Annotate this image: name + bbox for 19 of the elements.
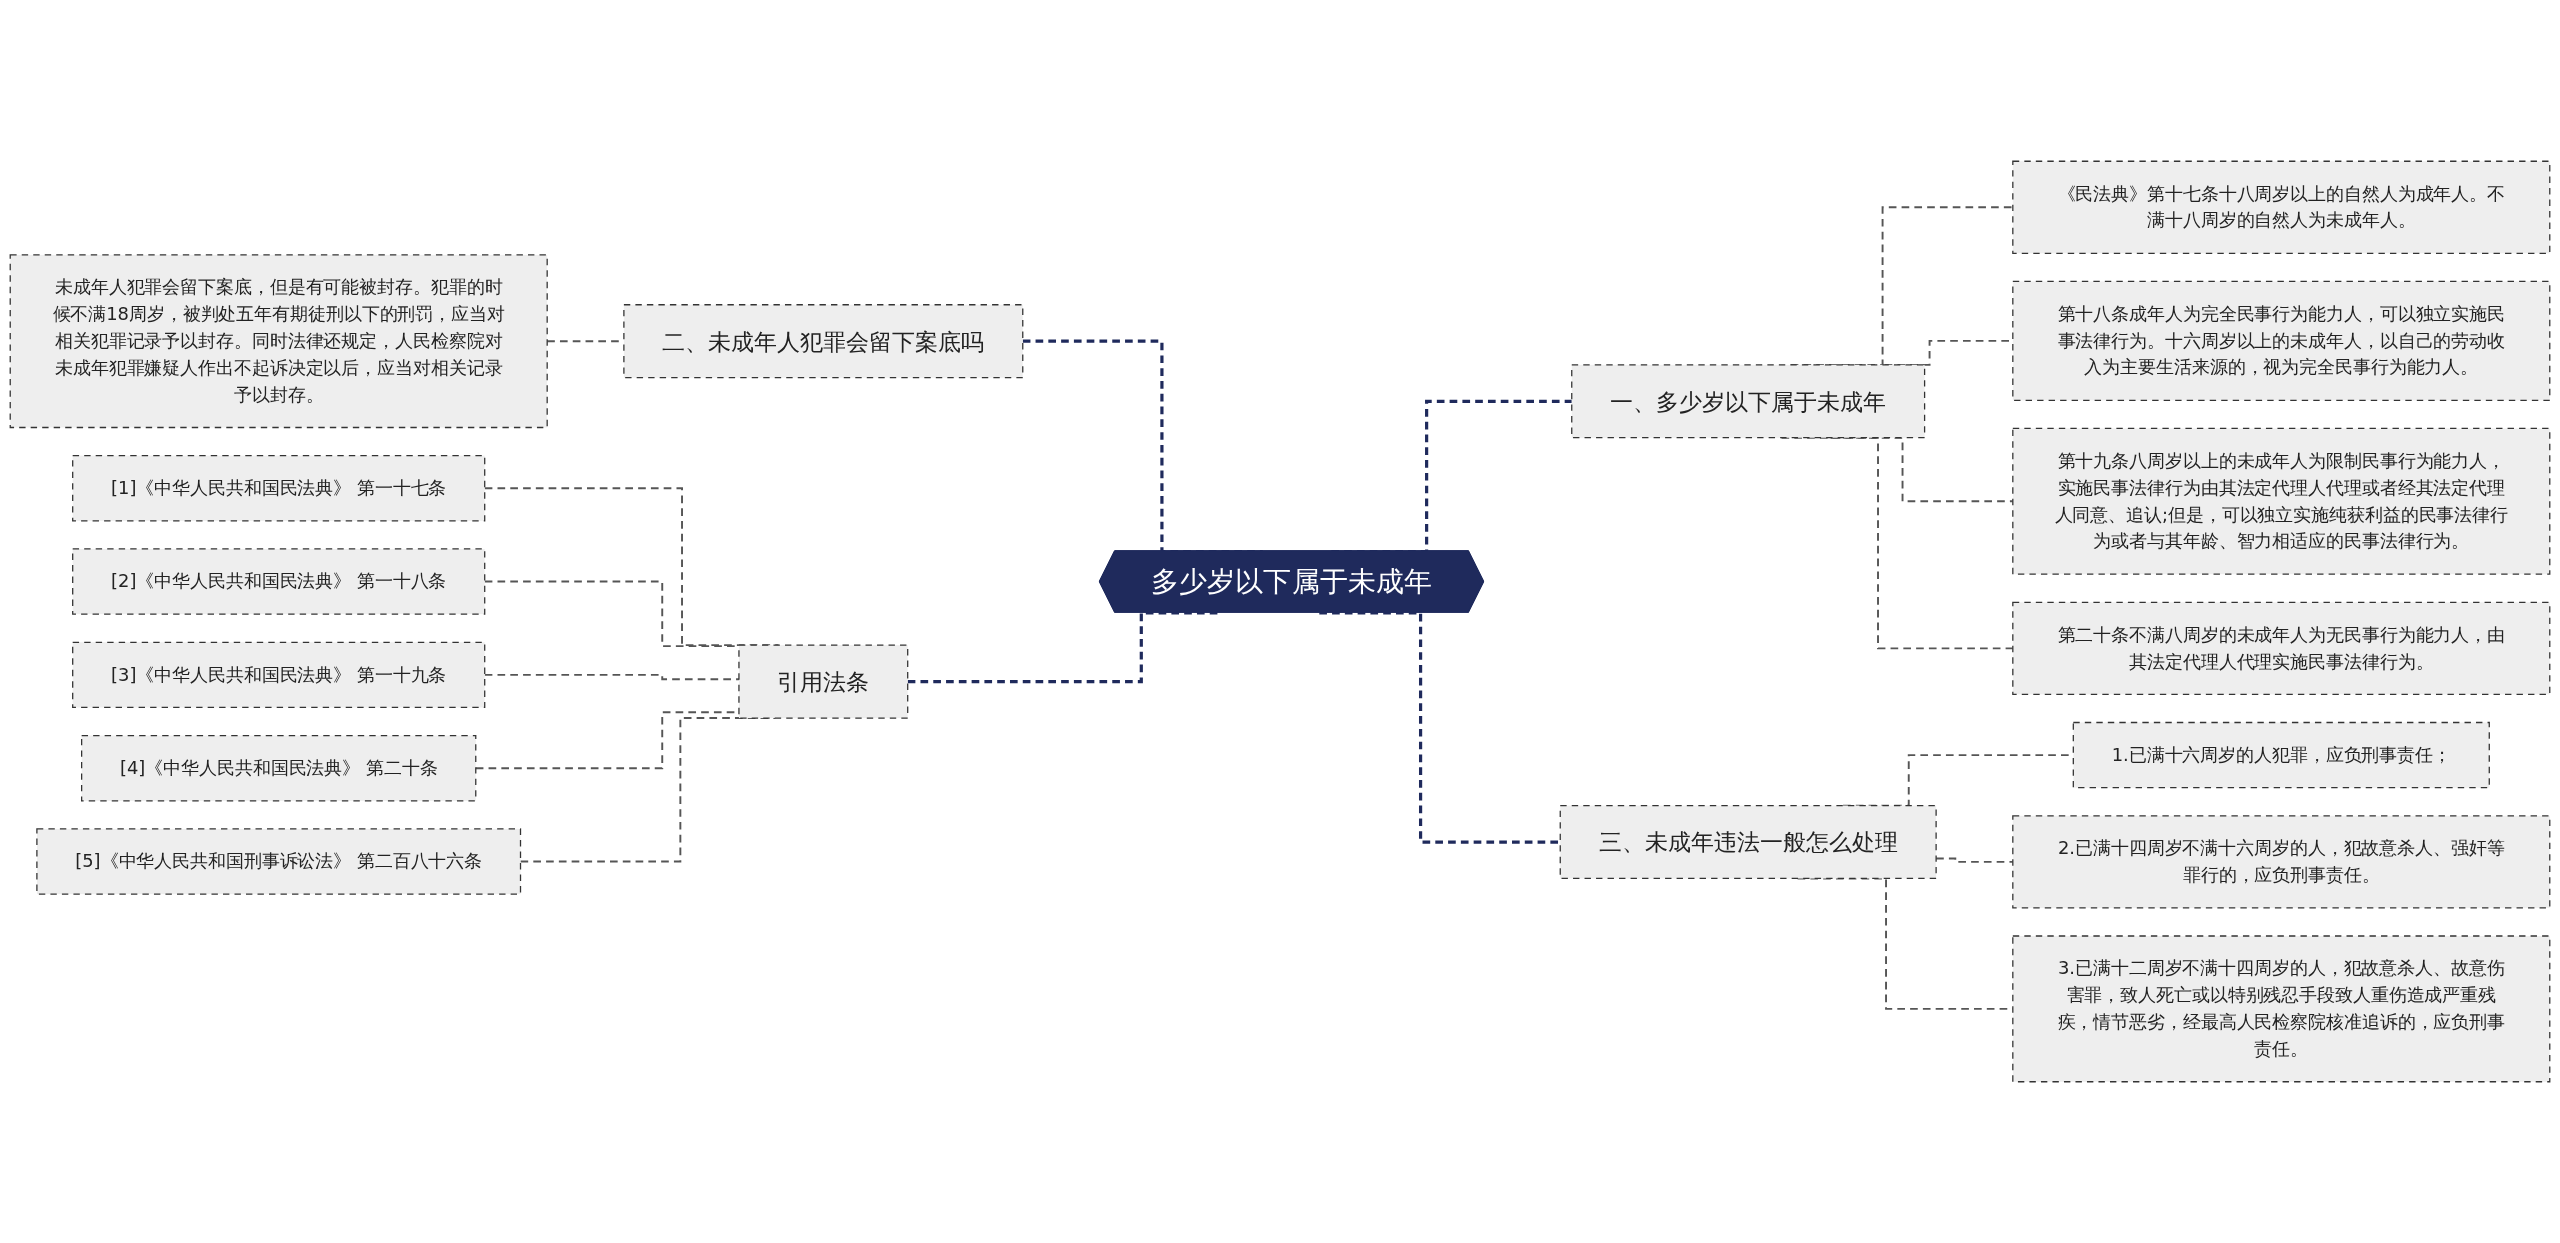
node-box: 《民法典》第十七条十八周岁以上的自然人为成年人。不满十八周岁的自然人为未成年人。 — [2012, 160, 2551, 254]
node-box: [1]《中华人民共和国民法典》 第一十七条 — [72, 455, 486, 522]
node-box: 第十九条八周岁以上的未成年人为限制民事行为能力人，实施民事法律行为由其法定代理人代理或者经其法定代理人同意、追认;但是，可以独立实施纯获利益的民事法律行为或者与其年龄、智力相适应的民事法律行为。 — [2012, 427, 2551, 575]
node-box: 未成年人犯罪会留下案底，但是有可能被封存。犯罪的时候不满18周岁，被判处五年有期徒刑以下的刑罚，应当对相关犯罪记录予以封存。同时法律还规定，人民检察院对未成年犯罪嫌疑人作出不起诉决定以后，应当对相关记录予以封存。 — [9, 254, 548, 429]
node-box: 引用法条 — [738, 644, 909, 719]
connector — [1319, 611, 1561, 844]
node-box: 第二十条不满八周岁的未成年人为无民事行为能力人，由其法定代理人代理实施民事法律行为。 — [2012, 601, 2551, 695]
node-box: 2.已满十四周岁不满十六周岁的人，犯故意杀人、强奸等罪行的，应负刑事责任。 — [2012, 815, 2551, 909]
node-box: 二、未成年人犯罪会留下案底吗 — [623, 304, 1024, 379]
node-box: 三、未成年违法一般怎么处理 — [1559, 804, 1937, 880]
node-box: 一、多少岁以下属于未成年 — [1571, 364, 1926, 439]
node-box: 1.已满十六周岁的人犯罪，应负刑事责任； — [2072, 721, 2490, 789]
node-box: [4]《中华人民共和国民法典》 第二十条 — [81, 734, 477, 802]
node-box: [3]《中华人民共和国民法典》 第一十九条 — [72, 641, 486, 709]
node-box: 第十八条成年人为完全民事行为能力人，可以独立实施民事法律行为。十六周岁以上的未成年人，以自己的劳动收入为主要生活来源的，视为完全民事行为能力人。 — [2012, 280, 2551, 401]
connector — [483, 673, 740, 681]
node-box: 3.已满十二周岁不满十四周岁的人，犯故意杀人、故意伤害罪，致人死亡或以特别残忍手段致人重伤造成严重残疾，情节恶劣，经最高人民检察院核准追诉的，应负刑事责任。 — [2012, 935, 2551, 1083]
node-box: [5]《中华人民共和国刑事诉讼法》 第二百八十六条 — [36, 828, 522, 895]
node-box: [2]《中华人民共和国民法典》 第一十八条 — [72, 548, 486, 615]
